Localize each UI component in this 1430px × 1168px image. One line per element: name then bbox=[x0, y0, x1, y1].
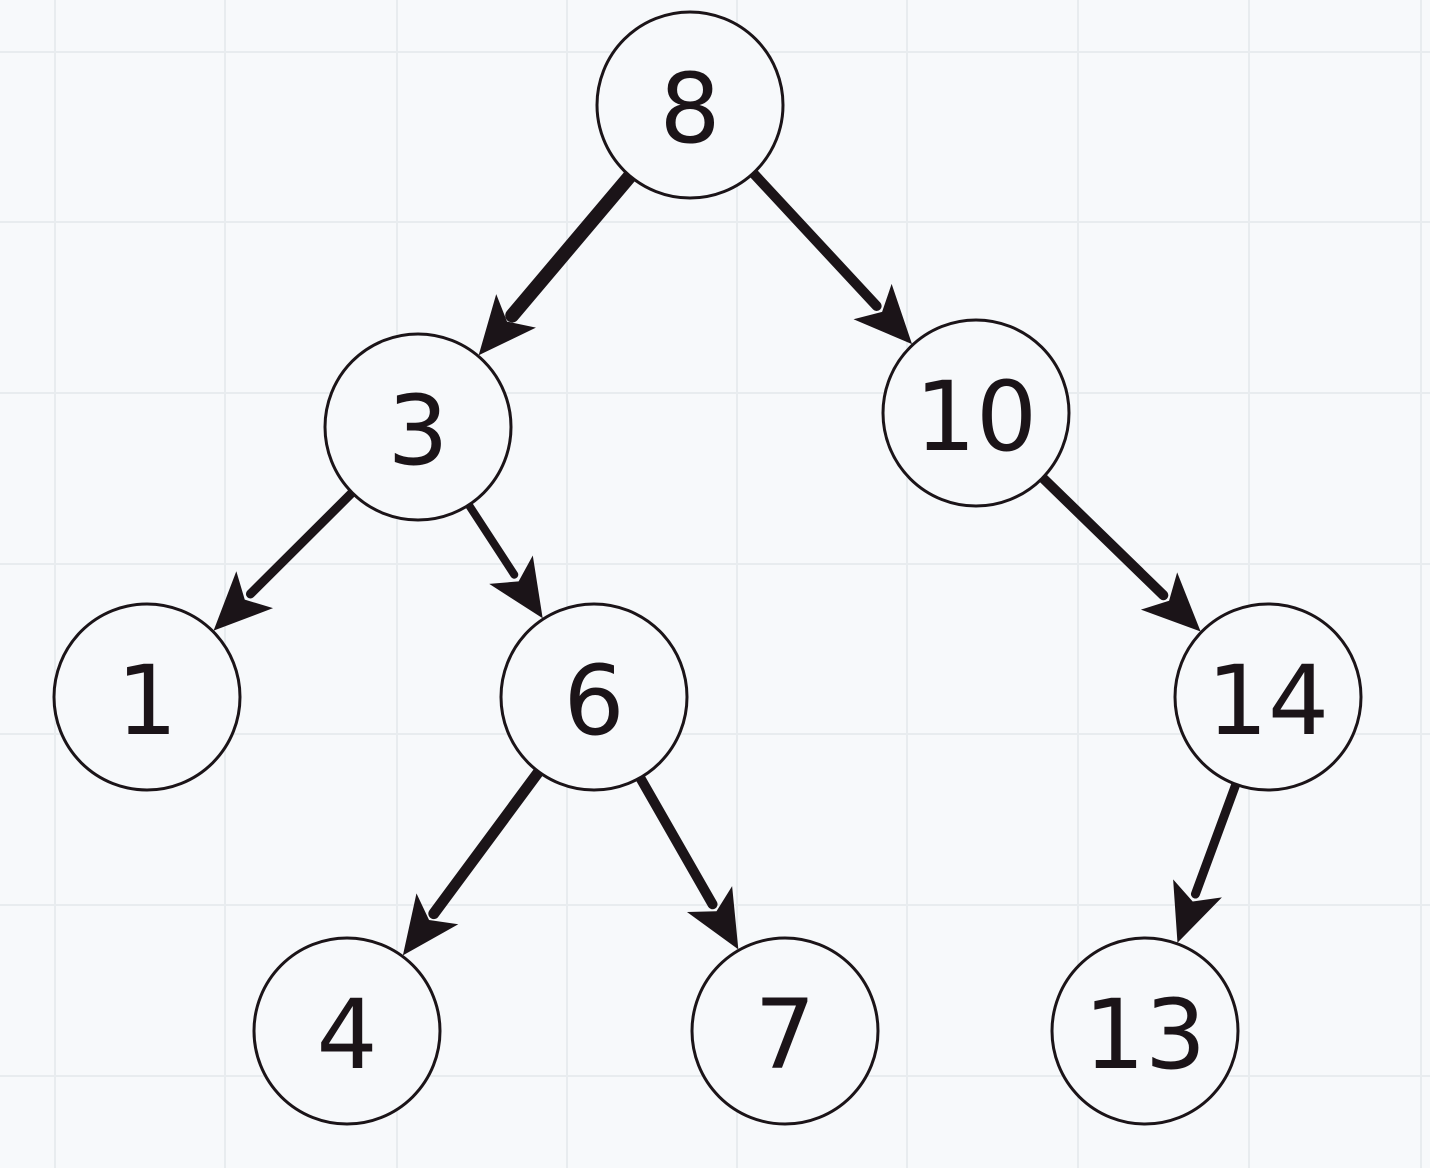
edge-n6-to-n7 bbox=[634, 770, 739, 950]
tree-node-4: 4 bbox=[252, 936, 442, 1126]
edge-n8-to-n3 bbox=[478, 167, 639, 356]
node-label: 8 bbox=[659, 53, 720, 165]
node-circle bbox=[52, 602, 242, 792]
arrowhead-icon bbox=[478, 294, 536, 356]
node-circle bbox=[323, 332, 513, 522]
edge-n3-to-n6 bbox=[463, 499, 543, 619]
edge-shaft bbox=[505, 167, 639, 323]
node-circle bbox=[690, 936, 880, 1126]
tree-edges bbox=[213, 166, 1242, 956]
edge-shaft bbox=[463, 499, 519, 579]
tree-node-8: 8 bbox=[595, 10, 785, 200]
tree-node-13: 13 bbox=[1050, 936, 1240, 1126]
node-label: 3 bbox=[387, 375, 448, 487]
tree-node-3: 3 bbox=[323, 332, 513, 522]
edge-shaft bbox=[428, 764, 546, 920]
arrowhead-icon bbox=[853, 283, 913, 345]
edge-n8-to-n10 bbox=[746, 166, 913, 345]
tree-node-14: 14 bbox=[1173, 602, 1363, 792]
tree-node-7: 7 bbox=[690, 936, 880, 1126]
tree-nodes: 8 3 10 1 6 14 4 7 13 bbox=[52, 10, 1363, 1126]
tree-node-10: 10 bbox=[881, 318, 1071, 508]
arrowhead-icon bbox=[1140, 572, 1201, 632]
arrowhead-icon bbox=[402, 893, 459, 956]
edge-n10-to-n14 bbox=[1036, 471, 1201, 632]
arrowhead-icon bbox=[686, 886, 739, 950]
edge-shaft bbox=[1190, 777, 1242, 899]
arrowhead-icon bbox=[213, 571, 274, 631]
edge-n14-to-n13 bbox=[1173, 777, 1242, 943]
node-label: 14 bbox=[1207, 645, 1329, 757]
node-label: 10 bbox=[915, 361, 1037, 473]
edge-shaft bbox=[1036, 471, 1169, 601]
edge-n6-to-n4 bbox=[402, 764, 546, 956]
node-label: 7 bbox=[754, 979, 815, 1091]
node-circle bbox=[499, 602, 689, 792]
tree-node-1: 1 bbox=[52, 602, 242, 792]
node-circle bbox=[595, 10, 785, 200]
node-label: 13 bbox=[1084, 979, 1206, 1091]
node-circle bbox=[881, 318, 1071, 508]
edge-n3-to-n1 bbox=[213, 486, 359, 631]
edge-shaft bbox=[746, 166, 882, 312]
edge-shaft bbox=[245, 486, 359, 599]
node-label: 4 bbox=[316, 979, 377, 1091]
arrowhead-icon bbox=[1173, 879, 1222, 943]
node-circle bbox=[252, 936, 442, 1126]
node-label: 1 bbox=[116, 645, 177, 757]
edge-shaft bbox=[634, 770, 718, 910]
node-circle bbox=[1050, 936, 1240, 1126]
node-label: 6 bbox=[563, 645, 624, 757]
node-circle bbox=[1173, 602, 1363, 792]
tree-node-6: 6 bbox=[499, 602, 689, 792]
arrowhead-icon bbox=[489, 555, 543, 619]
